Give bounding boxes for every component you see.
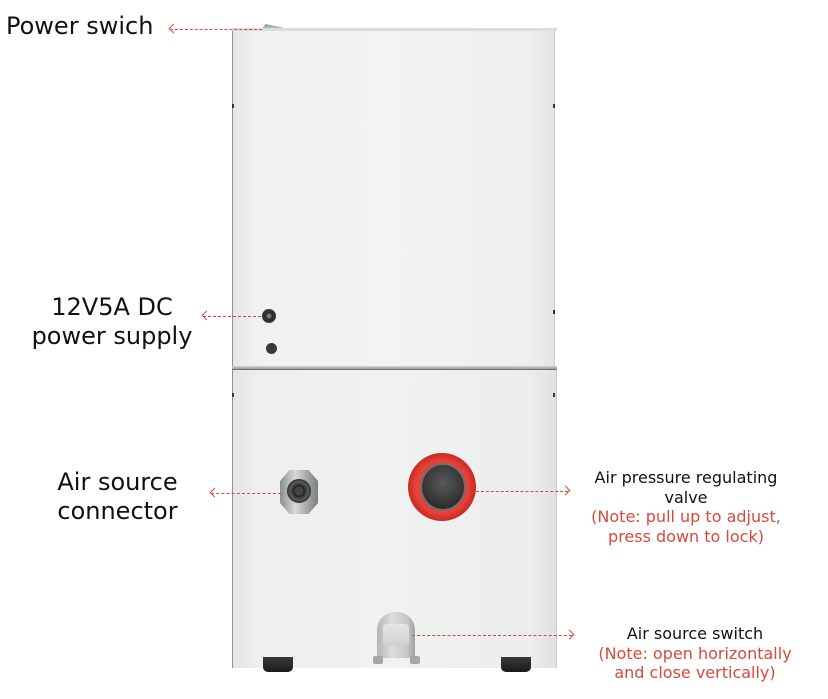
dc-supply-arrow-line [203, 316, 261, 317]
power-switch-nub[interactable] [261, 24, 283, 30]
air-switch-note-line2: and close vertically) [614, 663, 776, 683]
regulator-note-line2: press down to lock) [608, 526, 764, 546]
housing-screw-mark [553, 310, 555, 314]
regulator-title-line1: Air pressure regulating [594, 468, 778, 487]
regulator-title-line2: valve [664, 487, 708, 507]
rubber-foot-right [501, 657, 531, 672]
dc-power-jack[interactable] [262, 309, 276, 323]
air-connector-text-line1: Air source [57, 468, 178, 496]
dc-supply-text-line2: power supply [31, 322, 193, 351]
air-source-switch-lever[interactable] [383, 624, 409, 646]
regulator-label: Air pressure regulating valve (Note: pul… [576, 468, 796, 546]
regulator-arrow-line [476, 491, 568, 492]
device-upper-housing [232, 28, 555, 368]
indicator-hole [266, 343, 277, 354]
regulator-note-line1: (Note: pull up to adjust, [591, 507, 781, 527]
air-connector-label: Air source connector [30, 468, 205, 527]
air-switch-arrow-line [412, 635, 572, 636]
air-connector-text-line2: connector [57, 497, 178, 526]
pressure-regulator-knob[interactable] [422, 465, 464, 509]
housing-seam [232, 366, 557, 369]
air-switch-note-line1: (Note: open horizontally [598, 643, 792, 663]
power-switch-label: Power swich [6, 12, 153, 41]
air-switch-title: Air source switch [626, 624, 764, 643]
housing-screw-mark [553, 104, 555, 108]
switch-mount-foot [373, 656, 383, 664]
device-top-edge [232, 28, 557, 31]
air-connector-port [287, 479, 311, 503]
air-switch-label: Air source switch (Note: open horizontal… [580, 624, 810, 683]
dc-supply-label: 12V5A DC power supply [18, 293, 206, 352]
air-connector-arrow-line [211, 493, 281, 494]
power-switch-arrow-line [170, 29, 262, 30]
rubber-foot-left [263, 657, 293, 672]
housing-screw-mark [232, 393, 234, 397]
housing-screw-mark [553, 393, 555, 397]
housing-screw-mark [232, 104, 234, 108]
switch-mount-foot [410, 656, 420, 664]
dc-supply-text-line1: 12V5A DC [51, 293, 173, 321]
power-switch-text: Power swich [6, 12, 154, 40]
